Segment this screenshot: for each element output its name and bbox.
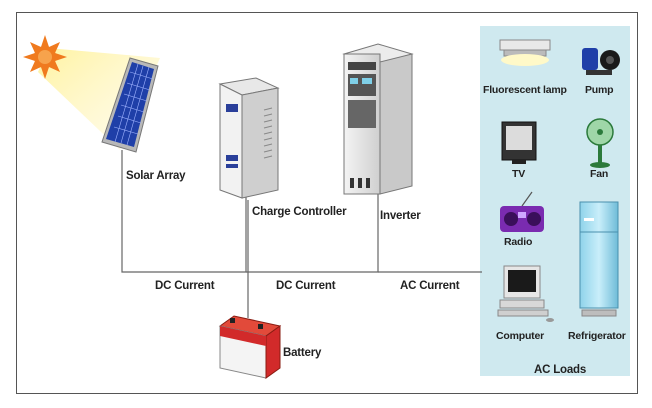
fan-icon — [586, 118, 614, 168]
fluorescent-lamp-icon — [499, 39, 551, 66]
ac-loads-panel — [480, 26, 630, 376]
dc-current-label-2: DC Current — [276, 280, 336, 292]
load-label-radio: Radio — [504, 236, 533, 248]
solar-array — [101, 57, 159, 153]
dc-current-label-1: DC Current — [155, 280, 215, 292]
load-label-fan: Fan — [590, 168, 609, 180]
charge-controller-label: Charge Controller — [252, 206, 347, 218]
load-label-pump: Pump — [585, 84, 614, 96]
refrigerator-icon — [579, 201, 619, 317]
ac-current-label: AC Current — [400, 280, 460, 292]
battery-icon — [218, 315, 282, 379]
solar-array-label: Solar Array — [126, 170, 186, 182]
pump-icon — [582, 48, 620, 75]
battery-label: Battery — [283, 347, 322, 359]
computer-icon — [497, 265, 554, 322]
load-label-fluorescent-lamp: Fluorescent lamp — [483, 84, 567, 96]
inverter-label: Inverter — [380, 210, 421, 222]
wires — [121, 150, 482, 318]
load-label-refrigerator: Refrigerator — [568, 330, 626, 342]
charge-controller — [218, 77, 280, 199]
wire-controller-to-inverter — [246, 190, 379, 273]
tv-icon — [501, 121, 537, 164]
inverter — [342, 43, 414, 195]
ac-loads-label: AC Loads — [534, 364, 587, 376]
radio-icon — [500, 191, 544, 232]
load-label-tv: TV — [512, 168, 526, 180]
load-label-computer: Computer — [496, 330, 544, 342]
sun-icon — [23, 35, 67, 79]
wire-solar-to-controller — [121, 150, 247, 273]
